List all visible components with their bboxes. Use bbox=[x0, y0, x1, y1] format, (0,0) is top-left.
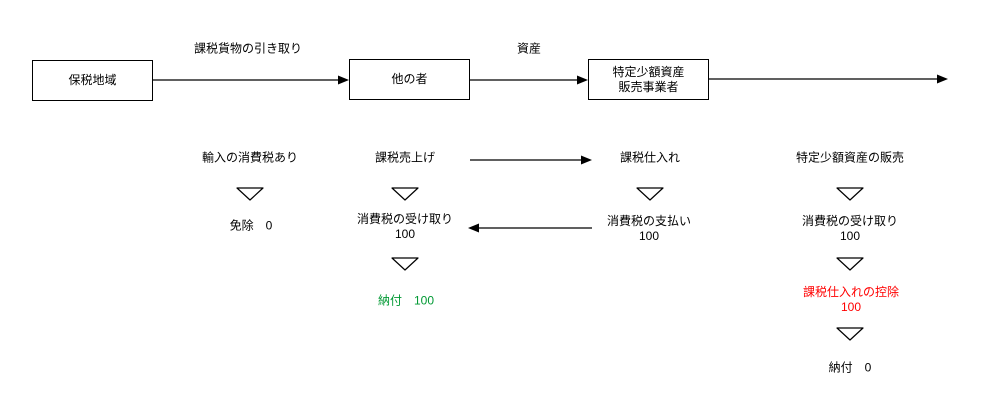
arrow-bonded-to-other bbox=[153, 75, 349, 85]
label-tax-received-sales: 消費税の受け取り 100 bbox=[356, 212, 454, 241]
arrow-tax-paid-to-tax-received bbox=[468, 223, 592, 233]
down-triangle-icon bbox=[836, 327, 864, 341]
node-bonded-area: 保税地域 bbox=[32, 60, 153, 101]
down-triangle-icon bbox=[836, 187, 864, 201]
down-triangle-icon bbox=[236, 187, 264, 201]
label-taxable-purchase-deduction: 課税仕入れの控除 100 bbox=[802, 285, 900, 314]
node-specified-small-asset-seller: 特定少額資産 販売事業者 bbox=[588, 59, 709, 100]
label-payment-zero: 納付 0 bbox=[828, 360, 872, 375]
down-triangle-icon bbox=[836, 257, 864, 271]
arrow-seller-to-right bbox=[709, 74, 948, 84]
label-taxable-sales: 課税売上げ bbox=[374, 150, 436, 165]
label-exemption-zero: 免除 0 bbox=[229, 218, 273, 233]
down-triangle-icon bbox=[636, 187, 664, 201]
arrow-label-taxable-goods-withdrawal: 課税貨物の引き取り bbox=[193, 41, 303, 56]
down-triangle-icon bbox=[391, 187, 419, 201]
arrow-taxable-sales-to-taxable-purchase bbox=[470, 155, 592, 165]
arrow-other-to-seller bbox=[470, 75, 588, 85]
label-specified-small-asset-sale: 特定少額資産の販売 bbox=[795, 150, 905, 165]
label-taxable-purchase: 課税仕入れ bbox=[619, 150, 681, 165]
label-tax-received-asset-sale: 消費税の受け取り 100 bbox=[801, 214, 899, 243]
label-tax-paid: 消費税の支払い 100 bbox=[606, 214, 692, 243]
node-other-person: 他の者 bbox=[349, 59, 470, 100]
label-payment-100: 納付 100 bbox=[377, 293, 435, 308]
down-triangle-icon bbox=[391, 257, 419, 271]
label-import-consumption-tax: 輸入の消費税あり bbox=[201, 150, 299, 165]
arrow-label-asset: 資産 bbox=[516, 41, 542, 56]
